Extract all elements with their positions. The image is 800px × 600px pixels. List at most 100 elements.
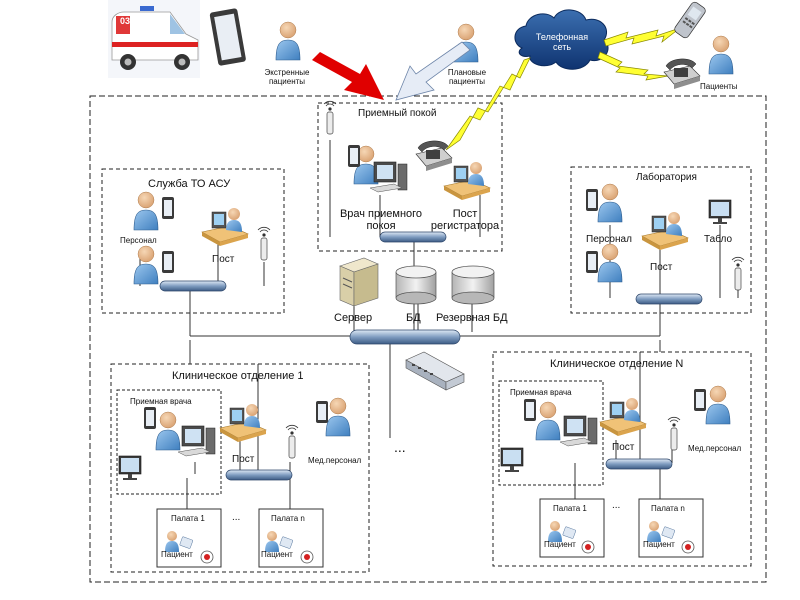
admission-doctor-label: Врач приемного покоя (339, 208, 423, 232)
core-ellipsis: ... (394, 439, 406, 455)
asu-bus (159, 280, 227, 292)
core-bus (349, 329, 461, 345)
dept1-area (110, 363, 370, 573)
deptN-monitor-icon (500, 447, 524, 473)
deptN-wardn-call-button-icon (681, 540, 695, 554)
deptN-post-label: Пост (612, 442, 635, 453)
admission-antenna-icon (323, 100, 337, 135)
lightning-phone-icon (597, 51, 669, 81)
deptN-doctor-room-area (498, 380, 604, 486)
asu-staff-label: Персонал (120, 236, 157, 245)
dept1-bus (225, 469, 293, 481)
phone-network-label: Телефонная сеть (535, 32, 589, 52)
ambulance-number: 03 (120, 16, 130, 26)
deptN-wardn-patient-label: Пациент (643, 540, 675, 549)
patients-person-icon (708, 35, 734, 75)
deptN-doctor-tablet-icon (524, 399, 536, 421)
deptN-bus (605, 458, 673, 470)
deptN-title: Клиническое отделение N (550, 358, 684, 370)
lightning-admission-icon (445, 57, 531, 151)
dept1-wards-ellipsis: ... (232, 512, 241, 523)
mobile-phone-icon (674, 1, 706, 39)
deptN-ward1-patient-label: Пациент (544, 540, 576, 549)
emergency-arrow-icon (312, 52, 384, 100)
backup-db-label: Резервная БД (436, 312, 508, 324)
dept1-doctor-tablet-icon (144, 407, 156, 429)
lab-tablet-icon-2 (586, 251, 598, 273)
planned-patients-label: Плановые пациенты (447, 68, 487, 86)
asu-tablet-icon-1 (162, 197, 174, 219)
deptN-post-desk-icon (599, 397, 647, 437)
server-icon (339, 257, 379, 307)
backup-db-cylinder-icon (451, 265, 495, 305)
emergency-patients-person-icon (275, 21, 301, 61)
dept1-wardn-label: Палата n (271, 514, 305, 523)
dept1-ward1-label: Палата 1 (171, 514, 205, 523)
admission-pc-icon (369, 161, 408, 193)
asu-staff-person-icon-1 (133, 191, 159, 231)
admission-title: Приемный покой (358, 108, 437, 119)
lab-post-label: Пост (650, 262, 673, 273)
admission-area (317, 102, 503, 252)
tablet-icon (209, 8, 246, 66)
dept1-doctor-person-icon (155, 411, 181, 451)
deptN-ward1-call-button-icon (581, 540, 595, 554)
network-switch-icon (405, 351, 465, 391)
ambulance-icon (108, 0, 200, 78)
lab-antenna-icon (731, 256, 745, 291)
lab-area (570, 166, 752, 314)
dept1-monitor-icon (118, 455, 142, 481)
deptN-wardn-label: Палата n (651, 504, 685, 513)
deptN-ward1-label: Палата 1 (553, 504, 587, 513)
asu-staff-person-icon-2 (133, 245, 159, 285)
server-label: Сервер (334, 312, 373, 324)
deptN-wards-ellipsis: ... (612, 500, 621, 511)
deptN-med-staff-tablet-icon (694, 389, 706, 411)
dept1-med-staff-label: Мед.персонал (308, 456, 362, 465)
dept1-doctor-room-label: Приемная врача (130, 397, 192, 406)
deptN-med-staff-person-icon (705, 385, 731, 425)
hospital-boundary (89, 95, 767, 583)
dept1-ward1-call-button-icon (200, 550, 214, 564)
dept1-antenna-icon (285, 424, 299, 459)
dept1-doctor-pc-icon (177, 425, 216, 457)
dept1-post-label: Пост (232, 454, 255, 465)
admission-registrar-label: Пост регистратора (430, 208, 500, 232)
admission-tablet-icon (348, 145, 360, 167)
lightning-mobile-icon (603, 27, 681, 47)
deptN-antenna-icon (667, 416, 681, 451)
lab-staff-label: Персонал (586, 234, 632, 245)
registrar-desk-icon (443, 161, 491, 201)
asu-tablet-icon-2 (162, 251, 174, 273)
lab-staff-person-icon-1 (597, 183, 623, 223)
lab-board-label: Табло (704, 234, 733, 245)
db-cylinder-icon (395, 265, 437, 305)
planned-arrow-icon (395, 41, 471, 101)
dept1-wardn-patient-label: Пациент (261, 550, 293, 559)
lab-title: Лаборатория (636, 172, 697, 183)
deptN-area (492, 351, 752, 567)
db-label: БД (406, 312, 421, 324)
asu-title: Служба ТО АСУ (148, 178, 231, 190)
deptN-doctor-person-icon (535, 401, 561, 441)
dept1-doctor-room-area (116, 389, 222, 495)
asu-area (101, 168, 285, 314)
desk-phone-icon (663, 58, 701, 90)
dept1-title: Клиническое отделение 1 (172, 370, 304, 382)
lab-staff-person-icon-2 (597, 243, 623, 283)
network-lines (139, 140, 739, 509)
dept1-med-staff-tablet-icon (316, 401, 328, 423)
asu-antenna-icon (257, 226, 271, 261)
admission-bus (379, 231, 447, 243)
dept1-med-staff-person-icon (325, 397, 351, 437)
dept1-ward1-patient-label: Пациент (161, 550, 193, 559)
lab-tablet-icon-1 (586, 189, 598, 211)
deptN-doctor-pc-icon (559, 415, 598, 447)
asu-post-label: Пост (212, 254, 235, 265)
asu-post-desk-icon (201, 207, 249, 247)
deptN-doctor-room-label: Приемная врача (510, 388, 572, 397)
emergency-patients-label: Экстренные пациенты (264, 68, 310, 86)
dept1-post-desk-icon (219, 403, 267, 443)
lab-post-desk-icon (641, 211, 689, 251)
